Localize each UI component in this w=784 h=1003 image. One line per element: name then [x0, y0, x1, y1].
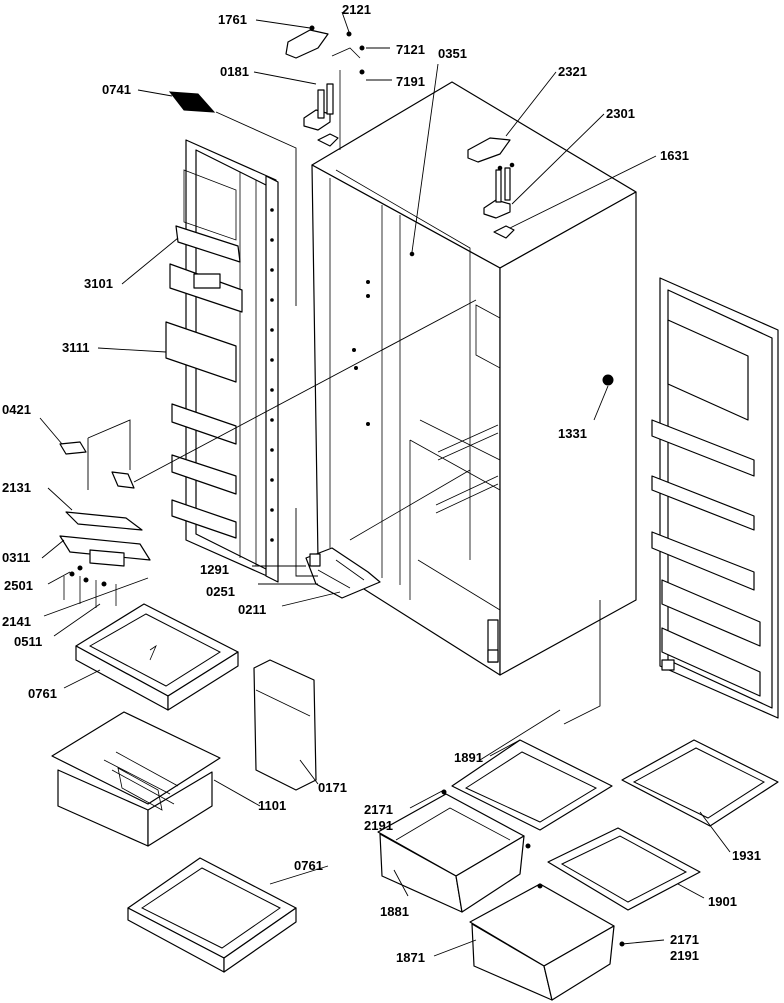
callout-3111: 3111: [62, 340, 90, 355]
callout-2191-upper: 2191: [364, 818, 393, 833]
callout-labels: 1761 2121 7121 0181 7191 0351 2321 0741 …: [2, 2, 761, 965]
callout-2131: 2131: [2, 480, 31, 495]
callout-1881: 1881: [380, 904, 409, 919]
callout-2171-upper: 2171: [364, 802, 393, 817]
freezer-door: [165, 139, 279, 583]
crisper-pan-upper: [377, 793, 525, 913]
ice-basket: [51, 711, 221, 847]
top-hinge-right: [467, 137, 515, 239]
callout-1101: 1101: [258, 798, 286, 813]
callout-2171-lower: 2171: [670, 932, 699, 947]
pan-cover-lower: [547, 827, 701, 911]
crisper-pan-lower: [469, 883, 615, 1001]
callout-0171: 0171: [318, 780, 347, 795]
valve-bracket: [59, 511, 151, 608]
top-hinge-left: [285, 25, 365, 150]
callout-0761-upper: 0761: [28, 686, 57, 701]
callout-1761: 1761: [218, 12, 247, 27]
callout-0311: 0311: [2, 550, 30, 565]
callout-0251: 0251: [206, 584, 235, 599]
callout-0761-lower: 0761: [294, 858, 323, 873]
callout-2121: 2121: [342, 2, 371, 17]
callout-7121: 7121: [396, 42, 425, 57]
callout-0511: 0511: [14, 634, 42, 649]
callout-0741: 0741: [102, 82, 131, 97]
callout-0351: 0351: [438, 46, 467, 61]
callout-2191-lower: 2191: [670, 948, 699, 963]
callout-2501: 2501: [4, 578, 33, 593]
door-edge-holes: [270, 208, 274, 542]
callout-1891: 1891: [454, 750, 483, 765]
freezer-shelf-lower: [127, 857, 297, 973]
pan-cover-upper: [451, 739, 613, 831]
callout-7191: 7191: [396, 74, 425, 89]
callout-leaders: [39, 11, 731, 957]
toe-grille: [253, 659, 317, 791]
callout-0181: 0181: [220, 64, 249, 79]
callout-0211: 0211: [238, 602, 266, 617]
callout-2321: 2321: [558, 64, 587, 79]
vent-grille: [168, 91, 216, 113]
callout-2301: 2301: [606, 106, 635, 121]
freezer-shelf-upper: [75, 603, 239, 711]
callout-1931: 1931: [732, 848, 761, 863]
callout-1631: 1631: [660, 148, 689, 163]
fresh-food-door: [651, 277, 779, 719]
callout-3101: 3101: [84, 276, 113, 291]
glass-shelf: [621, 739, 779, 827]
cabinet: [311, 81, 637, 676]
callout-2141: 2141: [2, 614, 31, 629]
callout-0421: 0421: [2, 402, 31, 417]
callout-1901: 1901: [708, 894, 737, 909]
callout-1331: 1331: [558, 426, 587, 441]
callout-1871: 1871: [396, 950, 425, 965]
callout-1291: 1291: [200, 562, 229, 577]
water-filter: [59, 419, 135, 490]
